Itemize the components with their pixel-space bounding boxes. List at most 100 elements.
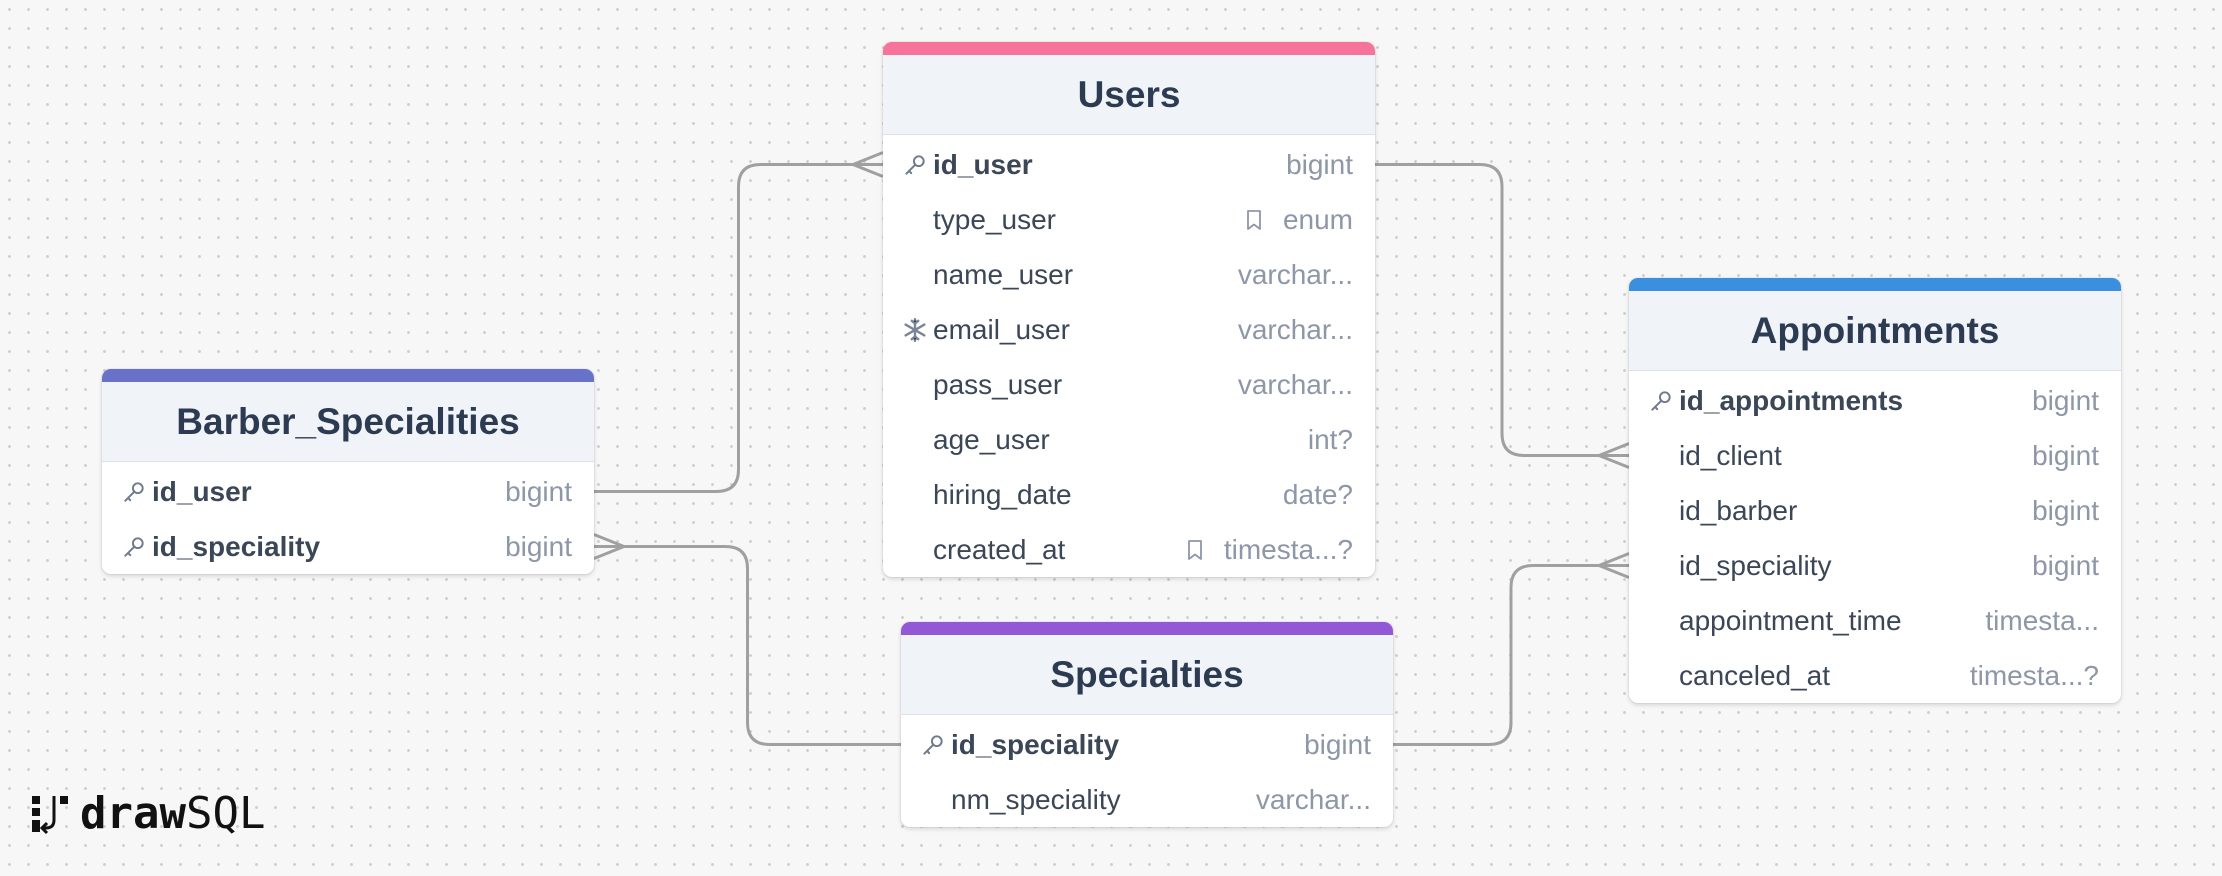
column-row-pass-user[interactable]: pass_user varchar... [883, 357, 1375, 412]
table-header[interactable]: Users [883, 55, 1375, 135]
column-name: pass_user [933, 368, 1063, 400]
table-header[interactable]: Appointments [1629, 291, 2121, 371]
column-type: enum [1243, 204, 1353, 236]
column-row-id-speciality[interactable]: id_speciality bigint [102, 519, 594, 574]
column-type: timesta...? [1184, 534, 1353, 566]
column-type-label: bigint [2032, 494, 2099, 526]
column-row-created-at[interactable]: created_at timesta...? [883, 522, 1375, 577]
column-type: bigint [2032, 495, 2099, 527]
column-row-hiring-date[interactable]: hiring_date date? [883, 467, 1375, 522]
column-row-id-client[interactable]: id_client bigint [1629, 428, 2121, 483]
column-name: id_barber [1679, 494, 1798, 526]
column-name: id_client [1679, 439, 1782, 471]
column-type-label: bigint [2032, 439, 2099, 471]
column-name: nm_speciality [951, 783, 1121, 815]
column-type-label: date? [1282, 478, 1353, 510]
crows-foot-marker [1598, 442, 1630, 469]
column-prefix [1629, 388, 1679, 414]
column-prefix [102, 534, 152, 560]
key-icon [915, 732, 951, 758]
column-row-type-user[interactable]: type_user enum [883, 192, 1375, 247]
column-type: bigint [1286, 149, 1353, 181]
table-color-bar [1629, 278, 2121, 291]
column-type-label: bigint [1286, 148, 1353, 180]
column-type: varchar... [1238, 314, 1353, 346]
column-row-id-speciality[interactable]: id_speciality bigint [901, 717, 1393, 772]
column-type-label: timesta...? [1969, 659, 2099, 691]
column-row-appointment-time[interactable]: appointment_time timesta... [1629, 593, 2121, 648]
column-name: email_user [933, 313, 1070, 345]
column-type: bigint [505, 476, 572, 508]
column-name: created_at [933, 533, 1066, 565]
column-type: varchar... [1256, 784, 1371, 816]
column-type: timesta... [1985, 605, 2099, 637]
column-name: id_speciality [152, 530, 321, 562]
column-type-label: bigint [2032, 549, 2099, 581]
column-type-label: timesta... [1985, 604, 2099, 636]
logo-word-draw: draw [80, 788, 186, 839]
column-type-label: bigint [2032, 384, 2099, 416]
column-name: appointment_time [1679, 604, 1902, 636]
relationship-line[interactable] [1375, 163, 1629, 457]
bookmark-icon[interactable] [1184, 538, 1206, 562]
table-title: Users [1077, 73, 1181, 115]
table-header[interactable]: Barber_Specialities [102, 382, 594, 462]
column-type: bigint [2032, 385, 2099, 417]
column-type-label: bigint [505, 530, 572, 562]
column-type-label: varchar... [1255, 783, 1371, 815]
crows-foot-marker [852, 151, 884, 178]
column-name: canceled_at [1679, 659, 1831, 691]
column-prefix [102, 479, 152, 505]
column-row-canceled-at[interactable]: canceled_at timesta...? [1629, 648, 2121, 703]
table-color-bar [901, 622, 1393, 635]
column-type: bigint [2032, 440, 2099, 472]
column-prefix [883, 317, 933, 343]
table-header[interactable]: Specialties [901, 635, 1393, 715]
column-name: hiring_date [933, 478, 1072, 510]
column-type: bigint [1304, 729, 1371, 761]
key-icon [116, 534, 152, 560]
drawsql-logo-icon [32, 795, 68, 834]
column-row-id-barber[interactable]: id_barber bigint [1629, 483, 2121, 538]
table-title: Appointments [1750, 309, 2000, 351]
crows-foot-marker [1598, 552, 1630, 579]
column-type-label: bigint [505, 475, 572, 507]
column-type: bigint [505, 531, 572, 563]
key-icon [1643, 388, 1679, 414]
relationship-line[interactable] [594, 545, 901, 746]
column-name: age_user [933, 423, 1050, 455]
snowflake-icon [897, 317, 933, 343]
key-icon [897, 152, 933, 178]
column-type-label: enum [1282, 203, 1353, 235]
column-name: type_user [933, 203, 1056, 235]
column-name: id_user [152, 475, 252, 507]
table-specialties[interactable]: Specialties id_speciality bigint nm_special… [901, 622, 1393, 827]
relationship-line[interactable] [1393, 564, 1629, 746]
column-row-id-appointments[interactable]: id_appointments bigint [1629, 373, 2121, 428]
bookmark-icon[interactable] [1243, 208, 1265, 232]
column-type: varchar... [1238, 259, 1353, 291]
table-color-bar [102, 369, 594, 382]
logo-word-sql: SQL [185, 788, 266, 839]
column-type-label: varchar... [1237, 258, 1353, 290]
relationship-line[interactable] [594, 163, 883, 493]
column-name: id_speciality [951, 728, 1120, 760]
column-row-name-user[interactable]: name_user varchar... [883, 247, 1375, 302]
column-name: name_user [933, 258, 1074, 290]
key-icon [116, 479, 152, 505]
column-type-label: varchar... [1237, 313, 1353, 345]
column-row-id-user[interactable]: id_user bigint [102, 464, 594, 519]
column-row-email-user[interactable]: email_user varchar... [883, 302, 1375, 357]
column-type-label: timesta...? [1223, 533, 1353, 565]
column-name: id_appointments [1679, 384, 1904, 416]
column-row-nm-speciality[interactable]: nm_speciality varchar... [901, 772, 1393, 827]
column-type-label: varchar... [1237, 368, 1353, 400]
